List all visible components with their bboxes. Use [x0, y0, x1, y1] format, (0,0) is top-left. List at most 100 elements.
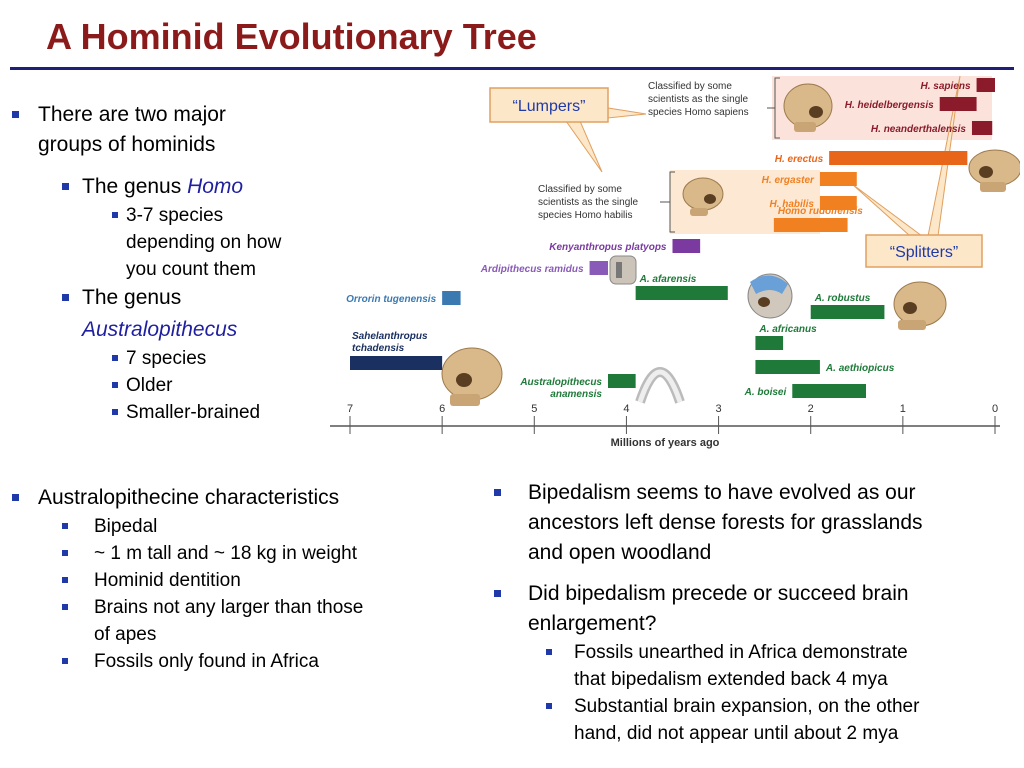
text-line: Fossils only found in Africa — [94, 651, 319, 672]
bullet-icon — [546, 649, 552, 655]
bullet-icon — [62, 604, 68, 610]
text-line: Fossils unearthed in Africa demonstrate — [574, 642, 908, 663]
axis-tick-label: 6 — [439, 403, 445, 415]
text-line: 7 species — [126, 348, 207, 369]
text-line: The genus — [82, 175, 188, 198]
lumpers-pointer-right — [607, 107, 647, 119]
text-line: hand, did not appear until about 2 mya — [574, 723, 899, 744]
species-label: H. sapiens — [921, 81, 971, 92]
text-line: The genus — [82, 286, 182, 309]
skull-sahelanthropus-icon — [441, 347, 503, 406]
bullet-icon — [62, 550, 68, 556]
skull-erectus-icon — [968, 149, 1020, 192]
text-line: ancestors left dense forests for grassla… — [528, 511, 923, 534]
species-label: Homo rudolfensis — [778, 206, 863, 217]
skull-ardipithecus-icon — [609, 255, 637, 285]
axis-tick-label: 2 — [808, 403, 814, 415]
species-bar — [773, 218, 848, 232]
list-item: 7 species — [0, 345, 330, 372]
text-line: and open woodland — [528, 541, 712, 564]
text-line: Older — [126, 375, 173, 396]
species-label: Ardipithecus ramidus — [480, 264, 584, 275]
species-bar — [755, 336, 784, 350]
note-sapiens-line2: scientists as the single — [648, 94, 748, 105]
text-line: Brains not any larger than those — [94, 597, 364, 618]
species-label: H. erectus — [775, 154, 824, 165]
splitters-label: “Splitters” — [890, 244, 958, 261]
species-bar — [939, 97, 977, 111]
bullet-icon — [12, 494, 19, 501]
text-line: of apes — [94, 624, 157, 645]
jaw-anamensis-icon — [635, 367, 685, 404]
characteristics-list: Australopithecine characteristics Bipeda… — [0, 483, 470, 675]
bullet-icon — [494, 489, 501, 496]
bullet-icon — [12, 111, 19, 118]
text-line: There are two major — [38, 103, 226, 126]
list-item: you count them — [0, 256, 330, 283]
species-label: A. afarensis — [639, 274, 697, 285]
species-label: H. habilis — [769, 199, 814, 210]
genus-homo: Homo — [187, 175, 244, 198]
species-bar — [810, 305, 885, 319]
species-bar — [635, 286, 728, 300]
note-habilis-line1: Classified by some — [538, 184, 622, 195]
slide-title: A Hominid Evolutionary Tree — [46, 16, 537, 57]
list-item: that bipedalism extended back 4 mya — [470, 666, 1024, 693]
text-line: Australopithecine characteristics — [38, 486, 340, 509]
species-label: H. heidelbergensis — [845, 100, 934, 111]
list-item: Bipedal — [0, 513, 470, 540]
sapiens-bracket — [767, 77, 780, 139]
species-bar — [608, 374, 636, 388]
skull-robustus-icon — [893, 281, 947, 330]
axis-tick-label: 5 — [531, 403, 537, 415]
lumpers-pointer-down — [565, 120, 603, 173]
list-item: Australopithecine characteristics — [0, 483, 470, 513]
skull-sapiens-icon — [783, 83, 833, 132]
species-bar — [350, 356, 443, 370]
bullet-icon — [62, 658, 68, 664]
list-item: hand, did not appear until about 2 mya — [470, 720, 1024, 747]
evolutionary-tree-figure: Classified by some scientists as the sin… — [330, 75, 1020, 449]
list-item: Brains not any larger than those — [0, 594, 470, 621]
list-item: Australopithecus — [0, 315, 330, 345]
text-line: Smaller-brained — [126, 402, 261, 423]
list-item: Fossils only found in Africa — [0, 648, 470, 675]
bullet-icon — [112, 355, 118, 361]
list-item: Smaller-brained — [0, 399, 330, 426]
axis-tick-label: 3 — [716, 403, 722, 415]
species-bar — [829, 151, 968, 165]
species-label: A. robustus — [814, 293, 871, 304]
hominid-groups-list: There are two major groups of hominids T… — [0, 100, 330, 426]
bullet-icon — [62, 577, 68, 583]
text-line: enlargement? — [528, 612, 657, 635]
bipedalism-list: Bipedalism seems to have evolved as our … — [470, 478, 1024, 747]
list-item: depending on how — [0, 229, 330, 256]
text-line: depending on how — [126, 232, 282, 253]
text-line: 3-7 species — [126, 205, 224, 226]
text-line: Bipedal — [94, 516, 158, 537]
bullet-icon — [546, 703, 552, 709]
axis-tick-label: 4 — [623, 403, 629, 415]
list-item-homo: The genus Homo — [0, 172, 330, 202]
species-bar — [755, 360, 820, 374]
text-line: you count them — [126, 259, 256, 280]
species-bar — [976, 78, 995, 92]
species-bar — [672, 239, 701, 253]
bullet-icon — [494, 590, 501, 597]
text-line: that bipedalism extended back 4 mya — [574, 669, 888, 690]
list-item: of apes — [0, 621, 470, 648]
species-bar — [792, 384, 866, 398]
list-item: There are two major — [0, 100, 330, 130]
list-item: Older — [0, 372, 330, 399]
list-item: Hominid dentition — [0, 567, 470, 594]
skull-afarensis-icon — [747, 273, 793, 319]
note-habilis-line3: species Homo habilis — [538, 210, 633, 221]
species-bar — [971, 121, 993, 135]
species-bar — [819, 196, 857, 210]
species-bar — [589, 261, 608, 275]
species-label: H. ergaster — [762, 175, 815, 186]
